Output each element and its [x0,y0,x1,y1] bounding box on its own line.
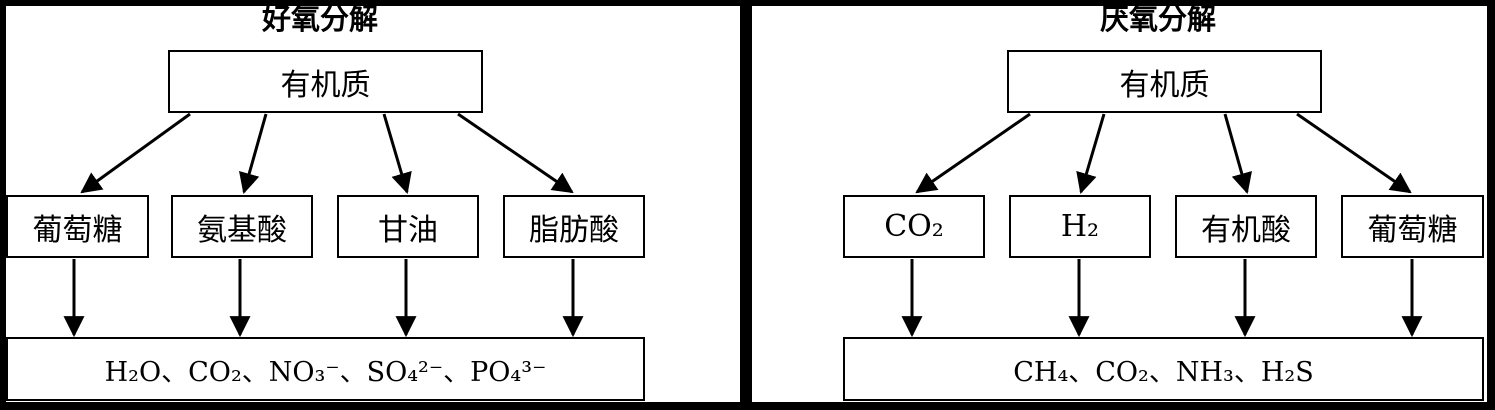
anaerobic-child-label-4: 葡萄糖 [1367,212,1458,248]
anaerobic-root-label: 有机质 [1119,67,1210,103]
aerobic-child-box-2: 氨基酸 [171,195,313,258]
aerobic-title: 好氧分解 [261,2,378,36]
anaerobic-child-box-3: 有机酸 [1175,195,1317,258]
anaerobic-root-box: 有机质 [1007,50,1322,113]
aerobic-child-box-3: 甘油 [337,195,479,258]
anaerobic-title: 厌氧分解 [1099,2,1216,36]
aerobic-child-label-2: 氨基酸 [197,212,287,248]
aerobic-result-box: H₂O、CO₂、NO₃⁻、SO₄²⁻、PO₄³⁻ [6,337,645,401]
anaerobic-child-box-4: 葡萄糖 [1341,195,1484,258]
aerobic-child-label-3: 甘油 [378,212,438,248]
aerobic-child-label-4: 脂肪酸 [529,212,619,248]
aerobic-root-box: 有机质 [168,50,483,113]
anaerobic-child-box-1: CO₂ [843,195,985,258]
anaerobic-child-box-2: H₂ [1009,195,1151,258]
aerobic-child-box-1: 葡萄糖 [6,195,149,258]
anaerobic-child-label-1: CO₂ [884,209,944,244]
anaerobic-child-label-3: 有机酸 [1201,212,1291,248]
aerobic-result-label: H₂O、CO₂、NO₃⁻、SO₄²⁻、PO₄³⁻ [104,356,547,388]
aerobic-child-label-1: 葡萄糖 [32,212,123,248]
anaerobic-result-box: CH₄、CO₂、NH₃、H₂S [843,337,1484,401]
anaerobic-child-label-2: H₂ [1060,209,1100,244]
aerobic-root-label: 有机质 [280,67,371,103]
anaerobic-result-label: CH₄、CO₂、NH₃、H₂S [1013,356,1314,388]
aerobic-child-box-4: 脂肪酸 [503,195,645,258]
